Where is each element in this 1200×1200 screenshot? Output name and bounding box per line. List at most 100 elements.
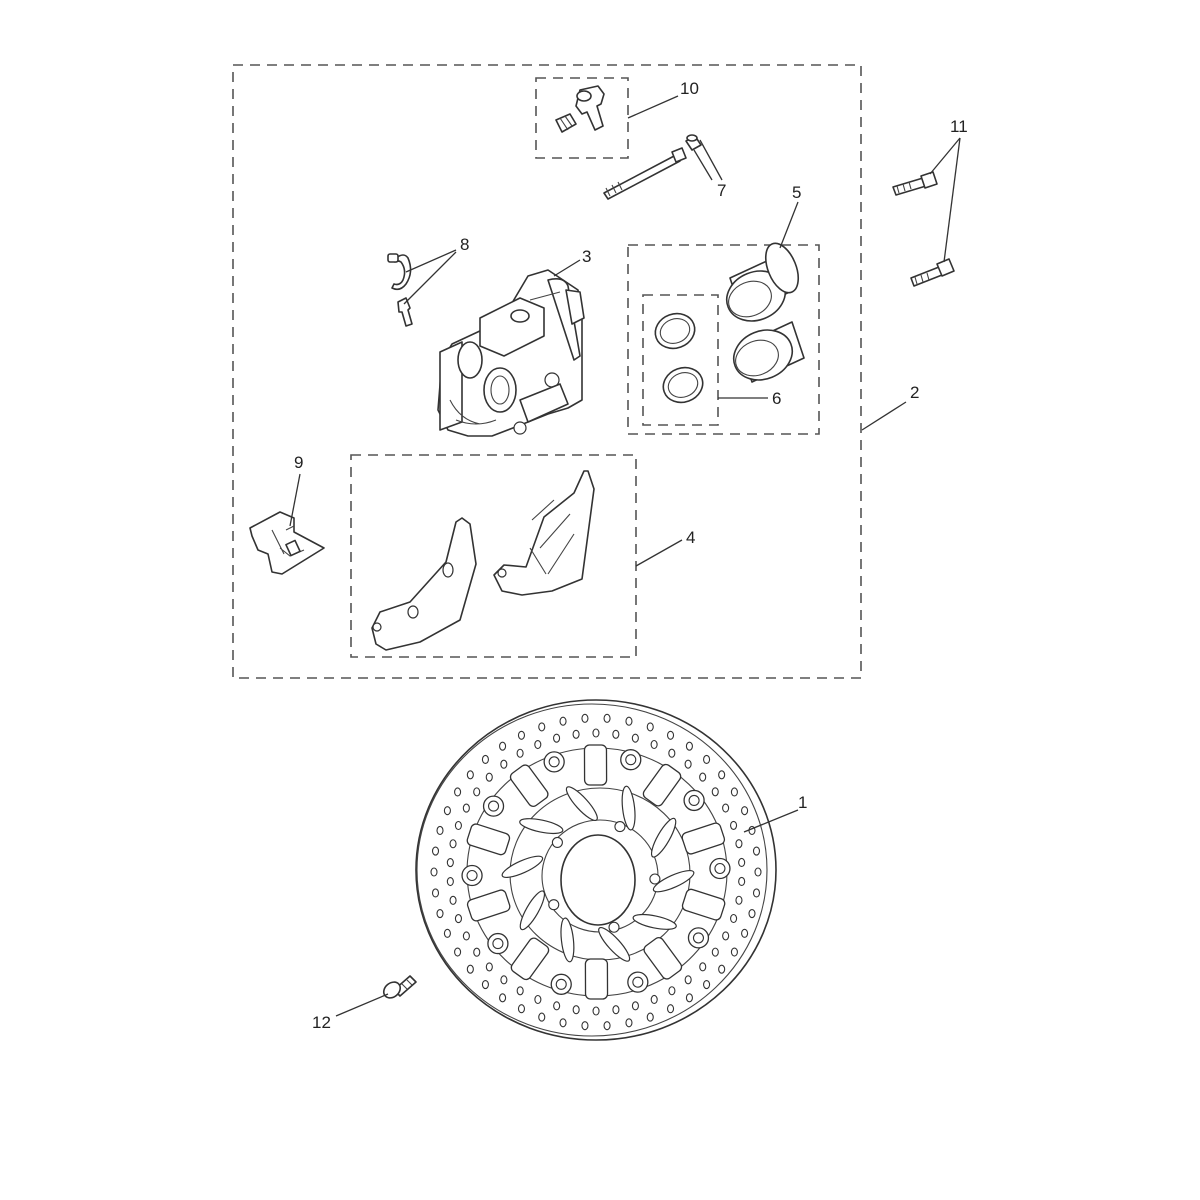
disc-hole [754,867,762,877]
caliper-pistons-icon[interactable] [719,239,805,389]
disc-hole [684,759,692,769]
disc-hole [517,1004,526,1014]
disc-hole [466,964,474,974]
carrier-slot [652,870,695,893]
disc-hole [473,787,481,797]
disc-slot [681,822,726,855]
disc-hole [741,806,749,816]
seal-kit-box [642,294,719,426]
disc-hole [443,928,451,938]
disc-hole [646,1012,654,1022]
disc-hole [603,713,611,723]
disc-hole [431,888,440,898]
hub-bolt-hole [614,821,626,833]
pad-spring-icon[interactable] [249,511,325,575]
disc-hole [485,772,493,782]
carrier-slot [501,855,544,878]
hub-bolt-hole [548,899,560,911]
disc-hole [666,730,675,740]
disc-slot [681,888,726,921]
disc-button-center [625,754,637,766]
disc-hole [454,820,462,831]
disc-hole [431,846,440,856]
disc-hole [572,1005,580,1015]
disc-hole [703,979,711,990]
hub-bolt-hole [649,873,661,885]
disc-hole [718,770,726,780]
disc-hole [752,846,761,856]
bleed-caps-icon[interactable] [555,85,605,133]
disc-hole [738,857,746,868]
callout-10: 10 [680,79,699,98]
disc-hole [684,975,692,985]
disc-hole [631,1001,639,1011]
disc-hole [581,713,589,723]
piston-seals-icon[interactable] [650,308,707,408]
disc-hole [538,722,546,732]
disc-hole [462,803,470,813]
callout-8: 8 [460,235,469,254]
disc-hole [735,839,743,849]
disc-hole [703,754,711,765]
disc-hole [722,931,730,941]
disc-slot [510,937,550,981]
disc-hole [449,839,457,849]
hub-bolt-hole [608,921,620,933]
hub-bolt-hole [551,836,563,849]
pad-retaining-pin-icon[interactable] [603,134,702,200]
brake-pads-icon[interactable] [371,470,595,651]
disc-hole [738,876,746,886]
callout-2: 2 [910,383,919,402]
brake-caliper-kit-box [232,64,862,679]
disc-hole [500,759,508,769]
disc-hole [666,1004,675,1014]
disc-button-center [688,794,700,806]
disc-button-center [548,756,560,768]
piston-kit-box [627,244,820,435]
disc-hole [499,741,507,751]
carrier-slot [519,890,546,931]
disc-hole [699,772,707,782]
callout-7: 7 [717,181,726,200]
disc-hole [481,754,489,765]
carrier-slot [632,913,677,930]
carrier-slot [519,818,564,835]
disc-hole [668,986,676,996]
disc-hole [581,1021,589,1031]
disc-hole [430,867,438,877]
disc-hole [559,716,567,726]
callout-4: 4 [686,528,695,547]
callout-11: 11 [950,117,968,136]
disc-hole [592,1006,600,1016]
disc-hole [699,962,707,972]
disc-hole [685,993,693,1003]
disc-hole [735,895,743,905]
disc-button-center [466,869,478,882]
disc-hole [436,825,444,836]
callout-5: 5 [792,183,801,202]
disc-hole [730,913,738,924]
disc-hole [517,730,526,740]
disc-hole [741,928,749,938]
brake-disc-icon[interactable] [415,699,777,1041]
disc-hole [462,931,470,941]
disc-hole [722,803,730,813]
callout-3: 3 [582,247,591,266]
disc-hole [485,962,493,972]
disc-slot [642,763,682,807]
disc-hole [752,888,761,898]
disc-hole [603,1021,611,1031]
disc-hole [516,748,524,758]
carrier-slot [650,817,677,858]
leader-lines [289,95,961,1017]
disc-screw-icon[interactable] [381,975,417,1001]
disc-slot [584,958,609,1000]
disc-hole [650,994,658,1005]
disc-button-center [555,978,567,990]
bleed-nipple-icon[interactable] [387,253,413,327]
disc-hole [572,729,580,739]
mounting-bolt-icon[interactable] [892,171,955,287]
brake-caliper-icon[interactable] [437,269,585,437]
disc-hole [668,748,676,758]
